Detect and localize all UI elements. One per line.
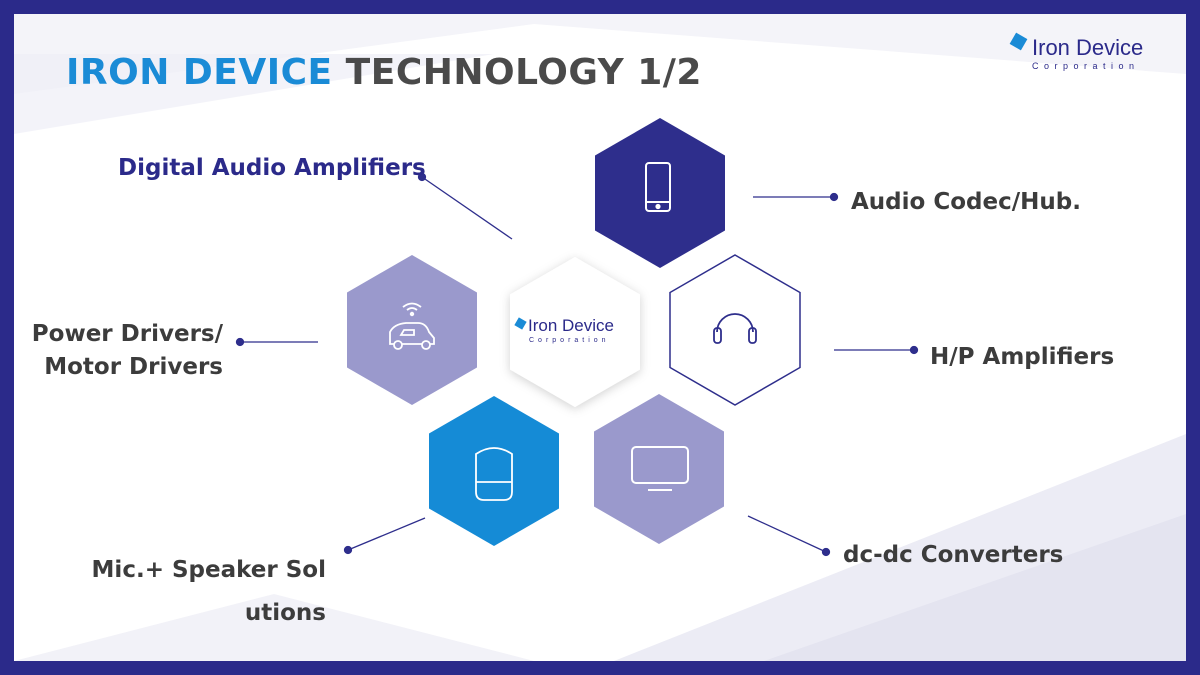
company-logo: Iron Device Corporation	[1008, 32, 1168, 73]
label-audio-codec-hub: Audio Codec/Hub.	[851, 189, 1081, 215]
connector-dot	[343, 545, 353, 555]
connector-dot	[821, 547, 831, 557]
hex-bottom-left-speaker	[429, 396, 559, 546]
connector-dot	[909, 345, 919, 355]
hex-right-headphones	[669, 254, 801, 406]
connector-lines	[235, 172, 919, 557]
headphones-icon	[713, 313, 757, 344]
smart-speaker-icon	[475, 447, 513, 501]
smartphone-icon	[645, 162, 671, 212]
connector-dot	[235, 337, 245, 347]
label-dcdc-converters: dc-dc Converters	[843, 542, 1064, 568]
slide: IRON DEVICE TECHNOLOGY 1/2 Iron Device C…	[14, 14, 1186, 661]
connector-dcdc	[747, 515, 827, 553]
connected-car-icon	[389, 302, 435, 350]
label-hp-amplifiers: H/P Amplifiers	[930, 344, 1115, 370]
background-shapes	[14, 14, 1186, 661]
center-logo-subtext: Corporation	[529, 337, 610, 344]
label-mic-speaker-line2: utions	[244, 600, 326, 626]
label-motor-drivers: Motor Drivers	[44, 354, 223, 380]
logo-subtext: Corporation	[1032, 61, 1140, 71]
connector-dot	[417, 172, 427, 182]
page-title: IRON DEVICE TECHNOLOGY 1/2	[66, 52, 702, 93]
connector-mic-speaker	[347, 517, 426, 551]
hex-center-logo	[510, 257, 640, 407]
title-rest: TECHNOLOGY 1/2	[345, 52, 702, 93]
title-accent: IRON DEVICE	[66, 52, 333, 93]
logo-text: Iron Device	[1032, 35, 1144, 60]
center-logo: Iron Device Corporation	[510, 314, 640, 354]
monitor-icon	[631, 446, 689, 491]
label-digital-audio-amplifiers: Digital Audio Amplifiers	[118, 155, 426, 181]
center-logo-mark-icon	[514, 317, 527, 330]
connector-digital-audio	[421, 176, 513, 240]
center-logo-text: Iron Device	[528, 316, 614, 335]
technology-diagram	[235, 118, 919, 557]
label-power-drivers: Power Drivers/	[31, 321, 223, 347]
label-mic-speaker-line1: Mic.+ Speaker Sol	[91, 557, 326, 583]
hex-bottom-right-monitor	[594, 394, 724, 544]
connector-dot	[829, 192, 839, 202]
hex-top-smartphone	[595, 118, 725, 268]
